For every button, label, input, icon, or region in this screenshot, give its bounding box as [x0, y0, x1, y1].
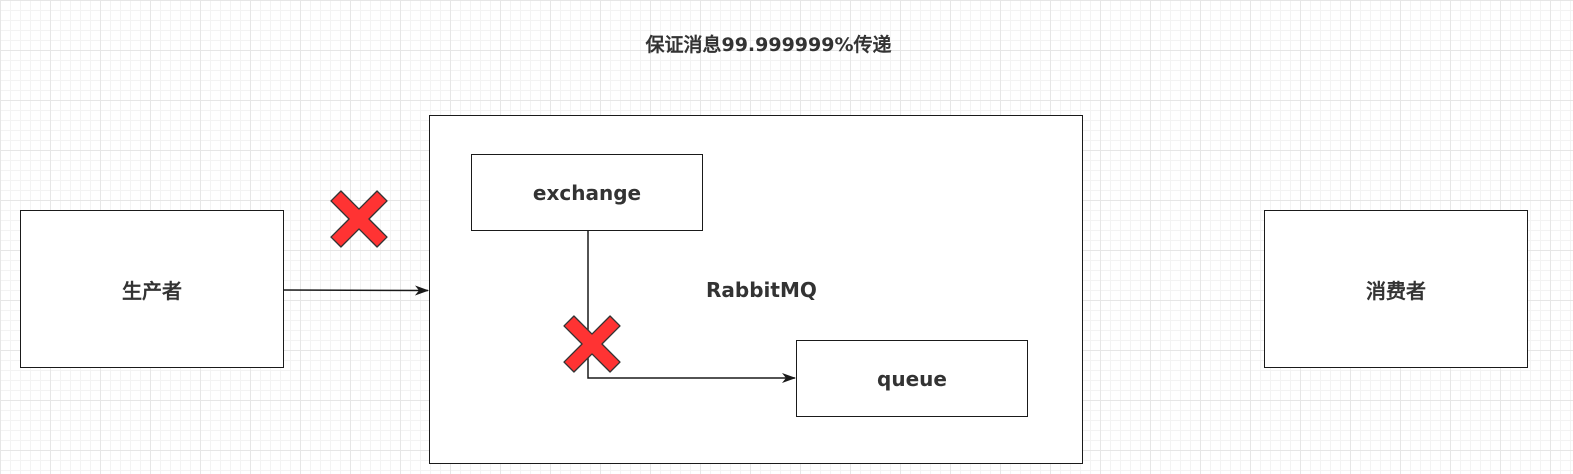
producer-box: 生产者 [20, 210, 284, 368]
queue-label: queue [877, 366, 947, 391]
failure-x-icon [330, 190, 388, 248]
exchange-label: exchange [532, 180, 642, 205]
broker-label: RabbitMQ [706, 278, 817, 302]
exchange-box: exchange [471, 154, 703, 231]
producer-label: 生产者 [122, 278, 182, 303]
queue-box: queue [796, 340, 1028, 417]
diagram-title: 保证消息99.999999%传递 [645, 34, 892, 56]
producer-to-broker-arrow [283, 285, 429, 296]
consumer-box: 消费者 [1264, 210, 1528, 368]
failure-x-icon [563, 315, 621, 373]
consumer-label: 消费者 [1366, 278, 1426, 303]
exchange-to-queue-arrow [587, 231, 796, 383]
